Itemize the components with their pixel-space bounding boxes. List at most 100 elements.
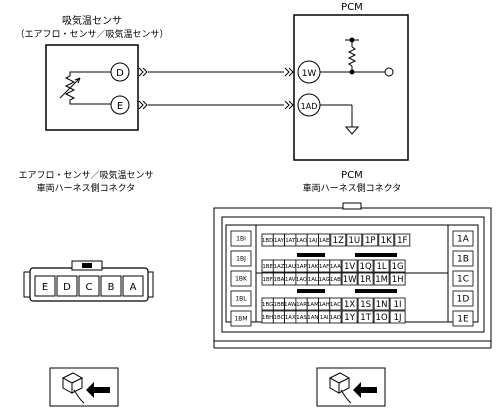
pcm-connector-terminal: 1AQ [296, 277, 307, 283]
pcm-connector-terminal: 1W [343, 275, 357, 285]
pcm-connector-left-terminal-cell [230, 230, 252, 247]
sensor-connector-pin: D [63, 282, 71, 293]
sensor-probe-icon [49, 367, 119, 407]
pcm-connector-right-terminal-cell [452, 230, 474, 247]
pcm-connector-terminal: 1AD [330, 315, 341, 321]
pcm-connector-terminal: 1BG [262, 302, 273, 308]
pcm-connector-terminal: 1AE [319, 238, 330, 244]
pcm-connector-terminal: 1AJ [308, 238, 317, 244]
pcm-connector-left-terminal-cell [230, 310, 252, 327]
sensor-pin-d [110, 62, 130, 82]
pcm-connector-terminal: 1AR [296, 302, 307, 308]
pcm-connector-terminal-cell [357, 259, 374, 273]
pcm-connector-terminal: 1AX [285, 315, 296, 321]
pcm-connector-terminal-cell [389, 310, 406, 324]
pcm-internal-circuit [320, 37, 394, 135]
pcm-pin-1ad-label: 1AD [301, 102, 318, 111]
pcm-connector-terminal: 1AG [319, 277, 330, 283]
pcm-connector-terminal: 1AF [319, 264, 329, 270]
pcm-connector-terminal-cell [341, 272, 358, 286]
pcm-connector-terminal: 1K [381, 236, 392, 246]
pcm-connector-right-terminal: 1A [457, 235, 470, 245]
pcm-connector-terminal: 1AO [296, 238, 307, 244]
sensor-connector-pin: C [86, 282, 93, 293]
pcm-connector-terminal-cell [357, 297, 374, 311]
pcm-connector-terminal: 1N [376, 300, 388, 310]
pcm-connector-terminal: 1AI [320, 315, 329, 321]
pcm-connector-terminal-cell [373, 297, 390, 311]
pcm-connector-title-2: 車両ハーネス側コネクタ [303, 182, 402, 194]
pcm-connector-terminal: 1BB [274, 302, 285, 308]
pcm-probe-icon [316, 367, 386, 407]
pcm-connector-terminal: 1AV [285, 277, 296, 283]
pcm-connector-terminal: 1T [360, 313, 371, 323]
sensor-connector-title-1: エアフロ・センサ／吸気温センサ [18, 169, 153, 181]
sensor-connector-pin: E [42, 282, 48, 293]
pcm-connector-terminal: 1AA [330, 264, 341, 270]
pcm-connector-right-terminal: 1B [457, 255, 469, 265]
pcm-connector-terminal: 1BE [262, 264, 273, 270]
pcm-connector-terminal-cell [318, 233, 331, 247]
pcm-connector-terminal: 1AW [284, 302, 297, 308]
pcm-connector-terminal: 1O [376, 313, 388, 323]
pcm-connector-terminal: 1Y [344, 313, 355, 323]
pcm-connector-terminal: 1Q [360, 262, 372, 272]
pcm-connector-keys [297, 253, 397, 293]
pcm-connector-terminal: 1BA [274, 277, 285, 283]
pcm-connector-terminal: 1H [392, 275, 404, 285]
pcm-connector-terminal: 1BF [263, 277, 273, 283]
pcm-connector-right-terminal-cell [452, 290, 474, 307]
pcm-connector-terminal: 1AC [330, 302, 341, 308]
sensor-connector-pin: B [108, 282, 115, 293]
sensor-connector-face [23, 260, 154, 302]
pcm-connector-terminal: 1L [377, 262, 387, 272]
pcm-connector-terminal: 1G [392, 262, 404, 272]
pcm-connector-terminal: 1F [397, 236, 407, 246]
pcm-connector-terminal: 1X [344, 300, 355, 310]
pcm-connector-terminal: 1AN [307, 315, 318, 321]
pcm-connector-left-terminal: 1BL [235, 296, 247, 303]
pcm-connector-left-terminal-cell [230, 290, 252, 307]
pcm-connector-terminal-cell [389, 272, 406, 286]
pcm-connector-terminal-cell [378, 233, 395, 247]
pcm-connector-terminal-cell [329, 310, 342, 324]
pcm-connector-terminal-cell [357, 272, 374, 286]
pcm-connector-terminal: 1V [344, 262, 355, 272]
sensor-pin-e-label: E [117, 101, 123, 112]
pcm-connector-terminal: 1M [375, 275, 388, 285]
pcm-connector-terminal: 1BD [262, 238, 273, 244]
pcm-connector-title-1: PCM [341, 170, 363, 181]
pcm-connector-left-terminal: 1BM [234, 316, 247, 323]
sensor-subtitle: （エアフロ・センサ／吸気温センサ） [15, 28, 168, 40]
pcm-connector-terminal-cell [389, 259, 406, 273]
pcm-connector-terminal-cell [394, 233, 411, 247]
pcm-connector-right-terminal-cell [452, 250, 474, 267]
pcm-connector-terminal: 1AK [308, 264, 319, 270]
pcm-connector-terminal-cell [341, 310, 358, 324]
pcm-pin-1w-label: 1W [302, 69, 317, 79]
pcm-connector-terminal: 1AT [285, 238, 296, 244]
connector-chevrons [138, 67, 294, 110]
pcm-title: PCM [341, 2, 363, 13]
pcm-connector-left-terminal: 1BK [235, 276, 248, 283]
pcm-connector-terminal-cell [373, 259, 390, 273]
pcm-connector-terminal: 1Z [333, 236, 344, 246]
sensor-connector-title-2: 車両ハーネス側コネクタ [37, 182, 136, 194]
pcm-connector-terminal-cell [330, 233, 347, 247]
pcm-connector-terminal-cell [341, 259, 358, 273]
thermistor-symbol [59, 71, 118, 105]
pcm-connector-terminal: 1AS [296, 315, 307, 321]
pcm-connector-terminal-cell [341, 297, 358, 311]
pcm-connector-terminal: 1I [394, 300, 402, 310]
sensor-pin-e [110, 95, 130, 115]
pcm-connector-terminal: 1AL [308, 277, 318, 283]
pcm-connector-terminal: 1AZ [274, 264, 285, 270]
pcm-connector-left-terminal-cell [230, 250, 252, 267]
pcm-connector-terminal: 1R [360, 275, 371, 285]
pcm-connector-terminal-cell [373, 310, 390, 324]
pcm-connector-terminal: 1S [360, 300, 371, 310]
pcm-connector-terminal-cell [329, 297, 342, 311]
pcm-connector-left-terminal: 1BJ [236, 256, 246, 263]
